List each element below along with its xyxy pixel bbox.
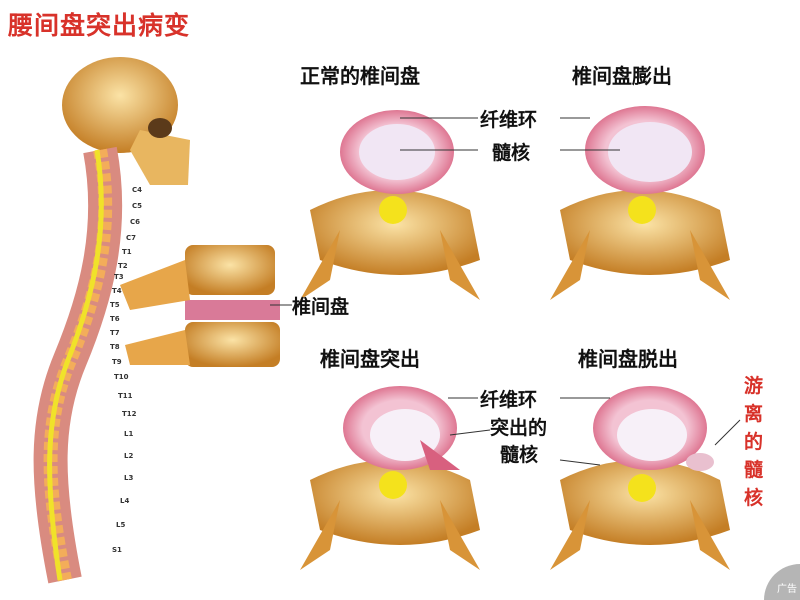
vertebra-label: T7 (110, 329, 120, 337)
vertebra-label: T5 (110, 301, 120, 309)
annulus-label: 纤维环 (480, 109, 538, 131)
vertebra-label: T12 (122, 410, 137, 418)
vertebra-label: C4 (132, 186, 143, 194)
vertebra-label: T10 (114, 373, 129, 381)
free-char: 核 (744, 487, 764, 509)
page-title: 腰间盘突出病变 (8, 11, 191, 40)
side-disc-label: 椎间盘 (292, 296, 350, 318)
vertebra-label: C6 (130, 218, 141, 226)
vertebra-label: T11 (118, 392, 133, 400)
vertebra-label: L5 (116, 521, 126, 529)
nucleus-label: 髓核 (492, 142, 531, 164)
vertebra-label: L1 (124, 430, 134, 438)
disc-bulge (550, 106, 730, 300)
free-char: 离 (744, 403, 764, 425)
annulus-label-2: 纤维环 (480, 389, 538, 411)
vertebra-label: L4 (120, 497, 130, 505)
vertebra-label: L3 (124, 474, 134, 482)
vertebra-label: C5 (132, 202, 143, 210)
protruded-label-1: 突出的 (490, 417, 548, 439)
vertebra-label: T2 (118, 262, 128, 270)
free-char: 游 (744, 375, 764, 397)
side-vertebrae (120, 245, 292, 367)
vertebra-label: T1 (122, 248, 132, 256)
disc-extrusion (550, 386, 730, 570)
vertebra-label: T9 (112, 358, 122, 366)
spine-column (33, 146, 123, 584)
ad-badge-label: 广告 (777, 584, 797, 595)
vertebra-label: T3 (114, 273, 124, 281)
free-char: 髓 (744, 459, 764, 481)
free-char: 的 (744, 431, 764, 453)
vertebra-label: T8 (110, 343, 120, 351)
vertebra-label: S1 (112, 546, 122, 554)
skull (62, 57, 190, 185)
vertebra-label: T4 (112, 287, 122, 295)
disc-protrusion (300, 386, 480, 570)
disc-normal (300, 110, 480, 300)
heading-protrusion: 椎间盘突出 (320, 347, 420, 371)
vertebra-label: T6 (110, 315, 120, 323)
heading-extrusion: 椎间盘脱出 (578, 347, 678, 371)
leader-lines (400, 117, 741, 466)
protruded-label-2: 髓核 (500, 444, 539, 466)
vertebra-label: C7 (126, 234, 137, 242)
heading-bulge: 椎间盘膨出 (572, 64, 672, 88)
heading-normal: 正常的椎间盘 (300, 64, 420, 88)
free-nucleus-label: 游 离 的 髓 核 (744, 372, 763, 512)
vertebra-label: L2 (124, 452, 134, 460)
